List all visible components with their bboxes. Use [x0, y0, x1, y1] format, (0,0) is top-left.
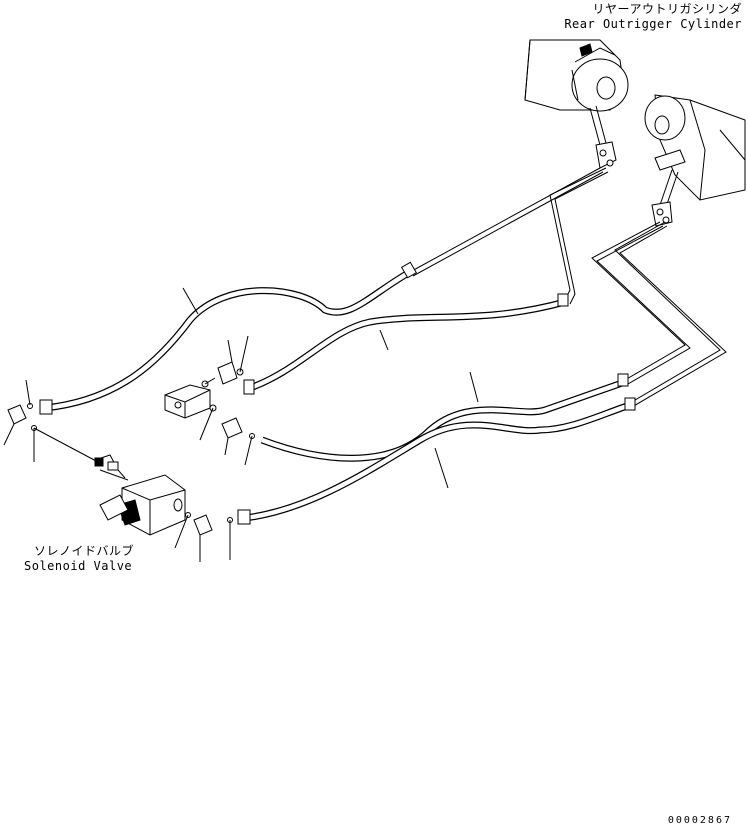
hose-second — [243, 167, 609, 395]
rear-outrigger-cylinder-left — [524, 39, 629, 112]
cylinder-right-tube — [651, 169, 679, 227]
rear-outrigger-cylinder-right — [644, 94, 746, 201]
hose-third — [260, 221, 691, 462]
rear-outrigger-cylinder-label-jp: リヤーアウトリガシリンダ — [592, 2, 742, 16]
solenoid-valve-label-en: Solenoid Valve — [24, 559, 133, 573]
hose-lower — [237, 221, 727, 525]
drawing-number: 00002867 — [667, 815, 732, 826]
rear-outrigger-cylinder-label-en: Rear Outrigger Cylinder — [564, 17, 742, 31]
hose-upper — [39, 167, 604, 415]
solenoid-valve — [94, 454, 186, 536]
cylinder-left-tube — [589, 105, 617, 169]
leader-lines — [3, 335, 253, 562]
manifold-block — [164, 384, 211, 419]
fittings — [7, 361, 255, 536]
solenoid-valve-label-jp: ソレノイドバルブ — [34, 544, 135, 558]
